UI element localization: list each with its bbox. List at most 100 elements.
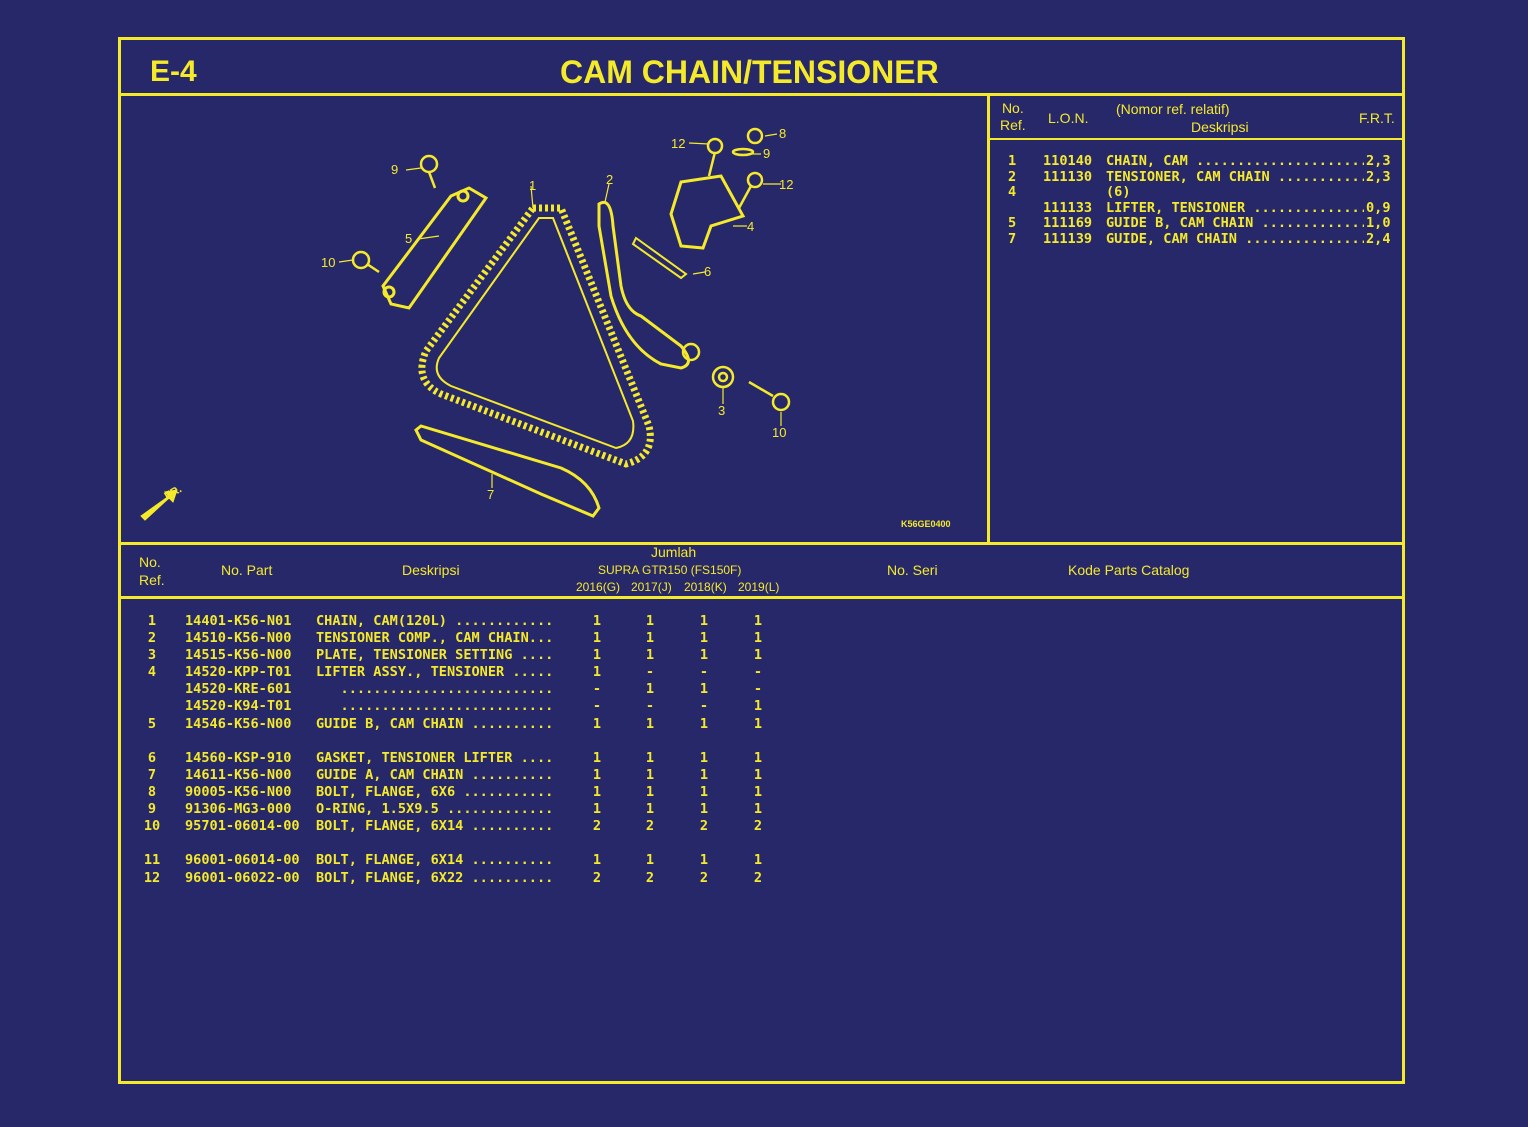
part-qty-0: - xyxy=(592,698,602,714)
part-number: 96001-06022-00 xyxy=(185,870,300,886)
part-description: BOLT, FLANGE, 6X14 xyxy=(316,852,472,869)
callout-9: 9 xyxy=(763,146,770,161)
part-qty-2: 2 xyxy=(699,818,709,834)
part-qty-1: 1 xyxy=(645,630,655,646)
table-header-part: No. Part xyxy=(221,562,273,578)
part-ref: 11 xyxy=(143,852,161,868)
part-number: 14520-KRE-601 xyxy=(185,681,292,697)
plate-shape xyxy=(381,186,489,310)
ref-row-frt: 2,4 xyxy=(1366,231,1391,247)
part-qty-0: 1 xyxy=(592,767,602,783)
part-ref: 9 xyxy=(147,801,157,817)
part-ref: 6 xyxy=(147,750,157,766)
part-description: BOLT, FLANGE, 6X22 xyxy=(316,870,472,887)
part-qty-3: - xyxy=(753,681,763,697)
callout-7: 7 xyxy=(487,487,494,502)
ref-row-desc: (6) xyxy=(1106,184,1131,200)
part-ref: 5 xyxy=(147,716,157,732)
part-qty-2: 1 xyxy=(699,716,709,732)
ref-row-ref: 4 xyxy=(1008,184,1017,200)
part-qty-1: 1 xyxy=(645,647,655,663)
part-leader: ............................. xyxy=(316,681,553,697)
part-qty-0: 2 xyxy=(592,870,602,886)
table-header-kode: Kode Parts Catalog xyxy=(1068,562,1190,578)
ref-row-frt: 2,3 xyxy=(1366,153,1391,169)
callout-11: 10 xyxy=(772,425,786,440)
callout-2: 2 xyxy=(606,172,613,187)
ref-row-ref: 2 xyxy=(1008,169,1017,185)
table-header-year-2: 2018(K) xyxy=(684,580,727,594)
ref-row-frt: 0,9 xyxy=(1366,200,1391,216)
part-qty-2: 1 xyxy=(699,630,709,646)
part-qty-0: 1 xyxy=(592,630,602,646)
table-header-divider xyxy=(118,596,1405,599)
part-qty-2: 1 xyxy=(699,784,709,800)
part-qty-2: 2 xyxy=(699,870,709,886)
part-ref: 7 xyxy=(147,767,157,783)
part-qty-3: 1 xyxy=(753,750,763,766)
part-qty-3: 1 xyxy=(753,852,763,868)
page-code: E-4 xyxy=(150,55,197,88)
part-ref: 10 xyxy=(143,818,161,834)
part-qty-1: - xyxy=(645,698,655,714)
part-qty-3: 1 xyxy=(753,801,763,817)
part-description: O-RING, 1.5X9.5 xyxy=(316,801,447,818)
ref-row-ref: 5 xyxy=(1008,215,1017,231)
front-arrow-shape xyxy=(140,489,178,521)
part-qty-0: 1 xyxy=(592,613,602,629)
page-title: CAM CHAIN/TENSIONER xyxy=(560,54,939,90)
part-qty-0: 2 xyxy=(592,818,602,834)
part-number: 90005-K56-N00 xyxy=(185,784,292,800)
part-description xyxy=(316,681,341,698)
part-number: 14560-KSP-910 xyxy=(185,750,292,766)
part-qty-1: 1 xyxy=(645,750,655,766)
table-header-no: No. Ref. xyxy=(139,554,165,588)
part-qty-2: 1 xyxy=(699,750,709,766)
part-number: 96001-06014-00 xyxy=(185,852,300,868)
part-qty-3: 1 xyxy=(753,716,763,732)
figure-id: K56GE0400 xyxy=(901,519,951,529)
front-label: FR. xyxy=(163,483,184,502)
part-qty-1: 1 xyxy=(645,613,655,629)
part-qty-2: 1 xyxy=(699,613,709,629)
part-qty-3: - xyxy=(753,664,763,680)
callout-1: 1 xyxy=(529,178,536,193)
cam-chain-shape xyxy=(418,204,654,468)
table-top-divider xyxy=(118,542,1405,545)
ref-row-desc: TENSIONER, CAM CHAIN xyxy=(1106,169,1278,186)
part-qty-1: 1 xyxy=(645,784,655,800)
ref-row-lon: 110140 xyxy=(1043,153,1093,169)
part-leader: ............................. xyxy=(316,698,553,714)
part-qty-0: 1 xyxy=(592,716,602,732)
part-qty-3: 2 xyxy=(753,870,763,886)
part-qty-2: 1 xyxy=(699,852,709,868)
part-description xyxy=(316,698,341,715)
ref-row-desc: LIFTER, TENSIONER xyxy=(1106,200,1254,217)
part-description: GASKET, TENSIONER LIFTER xyxy=(316,750,521,767)
part-qty-3: 1 xyxy=(753,630,763,646)
part-qty-0: 1 xyxy=(592,852,602,868)
part-number: 14546-K56-N00 xyxy=(185,716,292,732)
ref-row-ref: 7 xyxy=(1008,231,1017,247)
lifter-shape xyxy=(669,174,746,250)
part-description: LIFTER ASSY., TENSIONER xyxy=(316,664,513,681)
part-qty-1: - xyxy=(645,664,655,680)
ref-header-divider xyxy=(990,138,1405,140)
part-ref: 12 xyxy=(143,870,161,886)
callout-3: 3 xyxy=(718,403,725,418)
part-number: 14611-K56-N00 xyxy=(185,767,292,783)
ref-header-deskripsi: Deskripsi xyxy=(1191,119,1249,135)
table-header-desc: Deskripsi xyxy=(402,562,460,578)
callout-8: 8 xyxy=(779,126,786,141)
part-ref: 1 xyxy=(147,613,157,629)
table-header-year-0: 2016(G) xyxy=(576,580,621,594)
callout-12b: 12 xyxy=(779,177,793,192)
exploded-diagram: 9 10 5 1 2 12 8 9 12 4 6 3 10 7 FR. K56G… xyxy=(140,126,951,529)
part-qty-2: 1 xyxy=(699,681,709,697)
part-ref: 8 xyxy=(147,784,157,800)
part-qty-3: 1 xyxy=(753,613,763,629)
part-ref: 2 xyxy=(147,630,157,646)
table-header-seri: No. Seri xyxy=(887,562,938,578)
part-qty-3: 1 xyxy=(753,647,763,663)
part-qty-1: 1 xyxy=(645,767,655,783)
